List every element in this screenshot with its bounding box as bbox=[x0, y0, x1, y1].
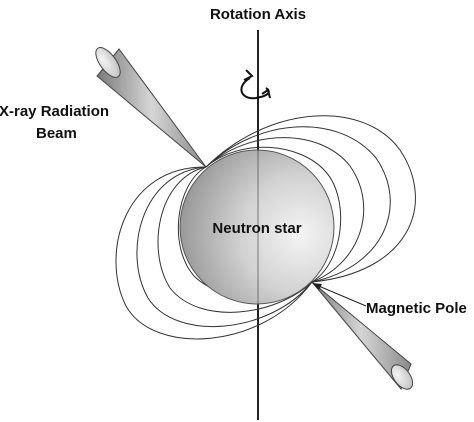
magnetic-pole-arrowhead bbox=[312, 283, 322, 290]
xray-beam-upper bbox=[95, 47, 207, 168]
xray-radiation-label: X-ray Radiation bbox=[0, 103, 109, 120]
xray-beam-label: Beam bbox=[36, 125, 77, 142]
magnetic-pole-pointer bbox=[313, 283, 367, 307]
neutron-star-label: Neutron star bbox=[212, 220, 301, 237]
neutron-star-sphere bbox=[179, 149, 335, 305]
magnetic-field-lines bbox=[115, 115, 416, 340]
xray-beam-lower bbox=[311, 281, 414, 390]
magnetic-pole-label: Magnetic Pole bbox=[366, 300, 467, 317]
rotation-axis-label: Rotation Axis bbox=[210, 6, 306, 23]
curved-rotation-arrow-icon bbox=[240, 69, 271, 100]
